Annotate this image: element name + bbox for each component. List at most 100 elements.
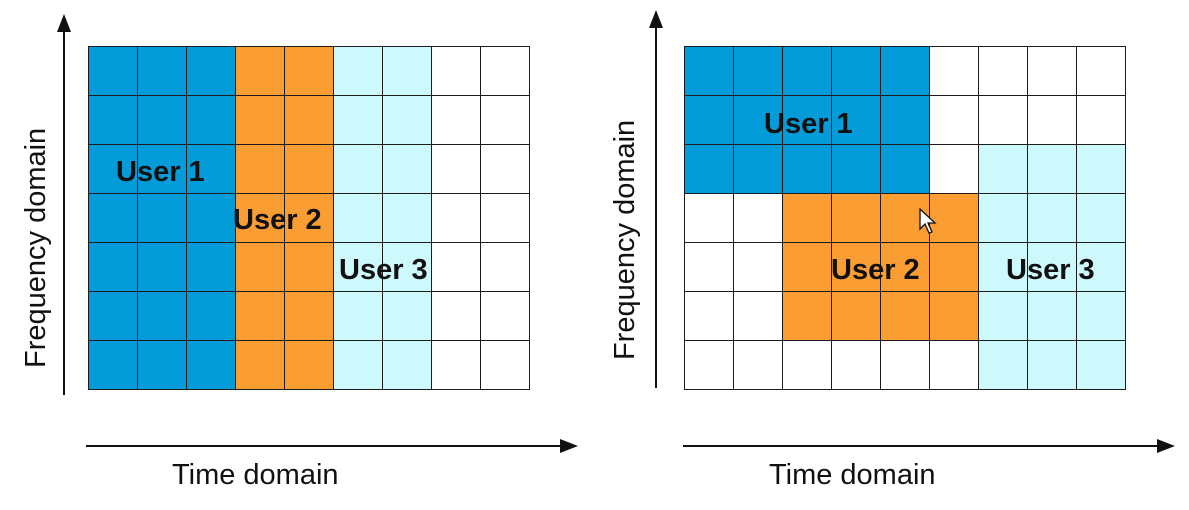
resource-block-user-2	[930, 292, 979, 341]
resource-block-user-3	[1077, 341, 1126, 390]
resource-block-empty	[432, 96, 481, 145]
resource-block-user-2	[285, 194, 334, 243]
resource-block-empty	[734, 243, 783, 292]
user-3-label: User 3	[339, 254, 428, 286]
resource-block-user-3	[1077, 145, 1126, 194]
resource-block-user-1	[881, 47, 930, 96]
resource-block-user-2	[832, 194, 881, 243]
resource-block-user-2	[783, 243, 832, 292]
resource-block-user-1	[734, 145, 783, 194]
resource-block-user-3	[383, 292, 432, 341]
resource-block-empty	[432, 243, 481, 292]
resource-block-empty	[881, 341, 930, 390]
resource-block-empty	[685, 341, 734, 390]
resource-block-empty	[1077, 47, 1126, 96]
resource-block-user-3	[334, 47, 383, 96]
resource-block-user-3	[1077, 194, 1126, 243]
resource-block-user-2	[285, 243, 334, 292]
resource-block-user-3	[334, 96, 383, 145]
axes-right	[649, 10, 1175, 453]
y-axis-label: Frequency domain	[609, 119, 641, 360]
resource-block-user-2	[881, 243, 930, 292]
resource-block-user-3	[334, 292, 383, 341]
resource-block-user-1	[89, 47, 138, 96]
resource-block-empty	[481, 96, 530, 145]
resource-block-empty	[481, 292, 530, 341]
resource-block-empty	[481, 194, 530, 243]
resource-block-empty	[1028, 47, 1077, 96]
resource-block-user-2	[236, 194, 285, 243]
user-2-label: User 2	[831, 254, 920, 286]
axes-left	[57, 14, 578, 453]
x-axis-label: Time domain	[172, 459, 339, 491]
resource-block-user-1	[685, 96, 734, 145]
resource-block-user-1	[734, 96, 783, 145]
resource-block-empty	[685, 243, 734, 292]
resource-block-user-1	[138, 292, 187, 341]
resource-block-empty	[734, 341, 783, 390]
resource-block-empty	[734, 194, 783, 243]
resource-block-user-3	[383, 47, 432, 96]
resource-block-empty	[979, 47, 1028, 96]
resource-block-user-1	[89, 96, 138, 145]
y-axis-label: Frequency domain	[20, 127, 52, 368]
diagram-left: User 1 User 2 User 3 Frequency domain Ti…	[20, 14, 578, 491]
resource-block-user-2	[832, 292, 881, 341]
resource-block-user-2	[832, 243, 881, 292]
resource-block-user-2	[285, 47, 334, 96]
resource-block-user-1	[685, 145, 734, 194]
resource-block-empty	[1028, 96, 1077, 145]
resource-block-empty	[481, 47, 530, 96]
resource-block-user-2	[285, 96, 334, 145]
resource-block-user-2	[783, 194, 832, 243]
resource-block-user-2	[285, 145, 334, 194]
resource-block-empty	[930, 341, 979, 390]
resource-block-user-1	[138, 194, 187, 243]
resource-block-empty	[481, 145, 530, 194]
resource-block-user-2	[285, 341, 334, 390]
resource-block-user-1	[832, 145, 881, 194]
resource-block-empty	[930, 145, 979, 194]
resource-block-user-3	[979, 243, 1028, 292]
resource-block-user-2	[285, 292, 334, 341]
resource-grid	[684, 46, 1126, 390]
user-1-label: User 1	[764, 108, 853, 140]
resource-block-user-1	[881, 96, 930, 145]
resource-block-user-1	[187, 243, 236, 292]
resource-block-empty	[432, 292, 481, 341]
resource-block-empty	[1077, 96, 1126, 145]
resource-block-user-3	[334, 243, 383, 292]
resource-block-user-1	[138, 145, 187, 194]
resource-block-user-3	[334, 145, 383, 194]
resource-block-user-3	[979, 194, 1028, 243]
resource-block-user-2	[930, 194, 979, 243]
resource-block-user-1	[783, 47, 832, 96]
resource-block-user-3	[1028, 145, 1077, 194]
resource-block-user-3	[383, 341, 432, 390]
resource-block-empty	[432, 194, 481, 243]
resource-block-user-3	[383, 194, 432, 243]
resource-block-user-1	[138, 341, 187, 390]
resource-block-user-2	[881, 292, 930, 341]
mouse-pointer-icon	[919, 207, 937, 234]
resource-block-user-1	[187, 341, 236, 390]
resource-block-empty	[734, 292, 783, 341]
resource-block-user-3	[334, 194, 383, 243]
y-axis-arrowhead	[57, 14, 71, 32]
resource-block-user-1	[881, 145, 930, 194]
resource-block-empty	[685, 292, 734, 341]
resource-block-user-2	[236, 145, 285, 194]
resource-block-user-1	[138, 47, 187, 96]
resource-block-user-1	[89, 341, 138, 390]
y-axis-arrowhead	[649, 10, 663, 28]
resource-block-user-3	[334, 341, 383, 390]
resource-block-user-1	[685, 47, 734, 96]
resource-block-user-3	[979, 292, 1028, 341]
resource-block-user-2	[236, 292, 285, 341]
resource-block-user-2	[783, 292, 832, 341]
resource-block-user-3	[1028, 194, 1077, 243]
user-2-label: User 2	[233, 204, 322, 236]
user-1-label: User 1	[116, 156, 205, 188]
resource-block-empty	[930, 47, 979, 96]
resource-block-user-3	[1077, 243, 1126, 292]
